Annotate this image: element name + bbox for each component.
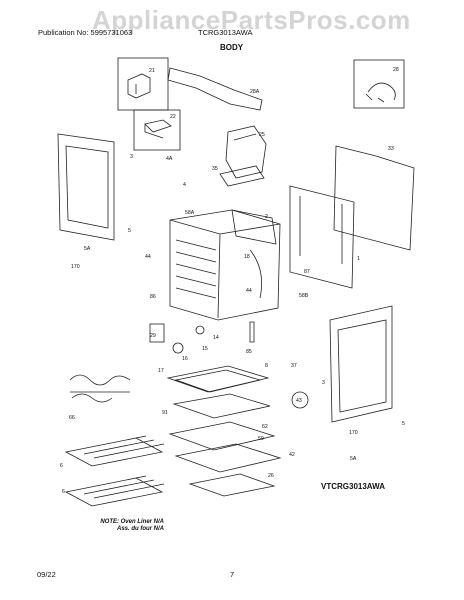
part-28a-bracket bbox=[167, 67, 263, 111]
label-part-28: 28 bbox=[393, 67, 399, 73]
label-part-26: 26 bbox=[268, 473, 274, 479]
part-29-block bbox=[149, 323, 165, 343]
label-part-5a-right: 5A bbox=[350, 456, 357, 462]
note: NOTE: Oven Liner N/A Ass. du four N/A bbox=[82, 519, 164, 533]
label-part-44-mid: 44 bbox=[246, 288, 252, 294]
page-number: 7 bbox=[230, 570, 235, 579]
part-35-panel bbox=[219, 165, 265, 187]
diagram-model: VTCRG3013AWA bbox=[321, 482, 386, 491]
label-part-37: 37 bbox=[291, 363, 297, 369]
label-part-59: 59 bbox=[258, 436, 264, 442]
note-line-2: Ass. du four N/A bbox=[116, 526, 164, 532]
label-part-21: 21 bbox=[149, 68, 155, 74]
part-18-insulation bbox=[249, 249, 263, 299]
section-title: BODY bbox=[220, 43, 244, 52]
label-part-4a: 4A bbox=[166, 156, 173, 162]
label-part-15: 15 bbox=[202, 346, 208, 352]
label-part-1: 1 bbox=[357, 256, 360, 262]
label-part-170-right: 170 bbox=[349, 430, 358, 436]
label-part-86: 86 bbox=[150, 294, 156, 300]
label-part-43: 43 bbox=[296, 398, 302, 404]
label-part-3-left: 3 bbox=[130, 154, 133, 160]
oven-liner bbox=[169, 209, 281, 321]
label-part-29: 29 bbox=[150, 333, 156, 339]
label-part-87: 87 bbox=[304, 269, 310, 275]
label-part-4: 4 bbox=[183, 182, 186, 188]
part-6-oven-rack-upper bbox=[64, 435, 165, 467]
label-part-58b: 58B bbox=[299, 293, 309, 299]
detail-box-22 bbox=[133, 109, 181, 151]
publication-number: Publication No: 5995731063 bbox=[38, 28, 133, 37]
part-42-drawer-rail bbox=[174, 443, 282, 473]
part-59-drawer bbox=[168, 421, 276, 451]
part-16-knob bbox=[172, 342, 184, 354]
label-part-66: 66 bbox=[69, 415, 75, 421]
label-part-22: 22 bbox=[170, 114, 176, 120]
part-3-right-door bbox=[329, 305, 393, 423]
part-3-left-door bbox=[57, 133, 115, 241]
label-part-8: 8 bbox=[265, 363, 268, 369]
label-part-58a: 58A bbox=[185, 210, 195, 216]
label-part-5a-left: 5A bbox=[84, 246, 91, 252]
part-43-screw-callout bbox=[291, 391, 309, 409]
label-part-62: 62 bbox=[262, 424, 268, 430]
label-part-2: 2 bbox=[265, 214, 268, 220]
footer-date: 09/22 bbox=[37, 570, 56, 579]
watermark: AppliancePartsPros.com bbox=[92, 5, 411, 35]
label-part-3-right: 3 bbox=[322, 380, 325, 386]
label-part-44-top: 44 bbox=[145, 254, 151, 260]
part-8-broil-pan bbox=[166, 365, 270, 393]
part-85-rod bbox=[249, 321, 255, 343]
part-1-body-panel bbox=[289, 185, 355, 289]
label-part-17: 17 bbox=[158, 368, 164, 374]
part-66-bake-element bbox=[69, 374, 131, 403]
part-62-pan-insert bbox=[172, 393, 271, 419]
part-33-back-panel bbox=[333, 145, 415, 251]
label-part-42: 42 bbox=[289, 452, 295, 458]
part-14-knob bbox=[195, 325, 205, 335]
note-line-1: NOTE: Oven Liner N/A bbox=[100, 519, 164, 525]
part-25-hood bbox=[225, 125, 267, 179]
label-part-5-left: 5 bbox=[128, 228, 131, 234]
part-26-drawer-bottom bbox=[188, 473, 276, 497]
label-part-14: 14 bbox=[213, 335, 219, 341]
label-part-35: 35 bbox=[212, 166, 218, 172]
label-part-85: 85 bbox=[246, 349, 252, 355]
label-part-16: 16 bbox=[182, 356, 188, 362]
label-part-25: 25 bbox=[259, 132, 265, 138]
label-part-91: 91 bbox=[162, 410, 168, 416]
label-part-18: 18 bbox=[244, 254, 250, 260]
label-part-28a: 28A bbox=[250, 89, 260, 95]
label-part-6-top: 6 bbox=[60, 463, 63, 469]
oven-rack-slots bbox=[175, 239, 217, 299]
part-22-clip bbox=[144, 119, 172, 139]
header-model: TCRG3013AWA bbox=[198, 28, 253, 37]
part-2-top-panel bbox=[231, 209, 277, 245]
label-part-33: 33 bbox=[388, 146, 394, 152]
part-21-bracket bbox=[127, 73, 151, 99]
detail-box-28 bbox=[353, 59, 405, 109]
label-part-6-bottom: 6 bbox=[62, 489, 65, 495]
label-part-5-right: 5 bbox=[402, 421, 405, 427]
part-28-harness bbox=[365, 82, 396, 103]
label-part-170-left: 170 bbox=[71, 264, 80, 270]
detail-box-21 bbox=[117, 57, 169, 111]
part-6-oven-rack-lower bbox=[64, 475, 165, 507]
